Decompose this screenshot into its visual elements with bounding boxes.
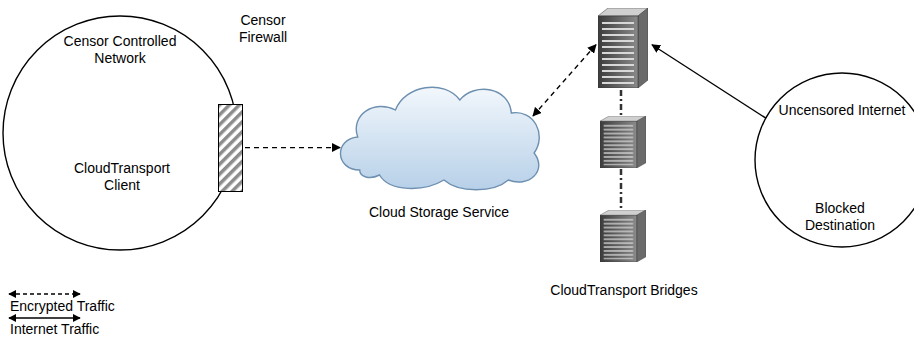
node-label: Blocked Destination <box>790 200 890 234</box>
legend-dashed-arrow <box>9 293 80 294</box>
destination-server: Blocked Destination <box>815 126 865 196</box>
internet-circle: Uncensored InternetBlocked Destination <box>754 72 914 248</box>
client-computer: CloudTransport Client <box>62 86 182 196</box>
bridge-servers <box>598 8 648 262</box>
node-label: CloudTransport Client <box>62 160 182 194</box>
hatch-outline <box>218 104 243 192</box>
cloud-shape: Cloud Storage Service <box>330 75 548 192</box>
bridge-group: CloudTransport Bridges <box>596 6 652 264</box>
cloud-outline <box>330 75 548 192</box>
legend-solid-arrow <box>9 317 80 318</box>
node-label: Censor Controlled Network <box>50 33 190 67</box>
legend-label: Encrypted Traffic <box>10 298 115 315</box>
firewall-box: Censor Firewall <box>218 104 243 192</box>
node-label: CloudTransport Bridges <box>524 282 724 299</box>
legend-label: Internet Traffic <box>10 321 99 337</box>
node-label: Uncensored Internet <box>767 102 914 119</box>
encrypted-link <box>533 45 596 116</box>
node-label: Cloud Storage Service <box>310 204 568 221</box>
network-circle: Censor Controlled NetworkCloudTransport … <box>2 15 238 251</box>
node-label: Censor Firewall <box>233 12 293 46</box>
